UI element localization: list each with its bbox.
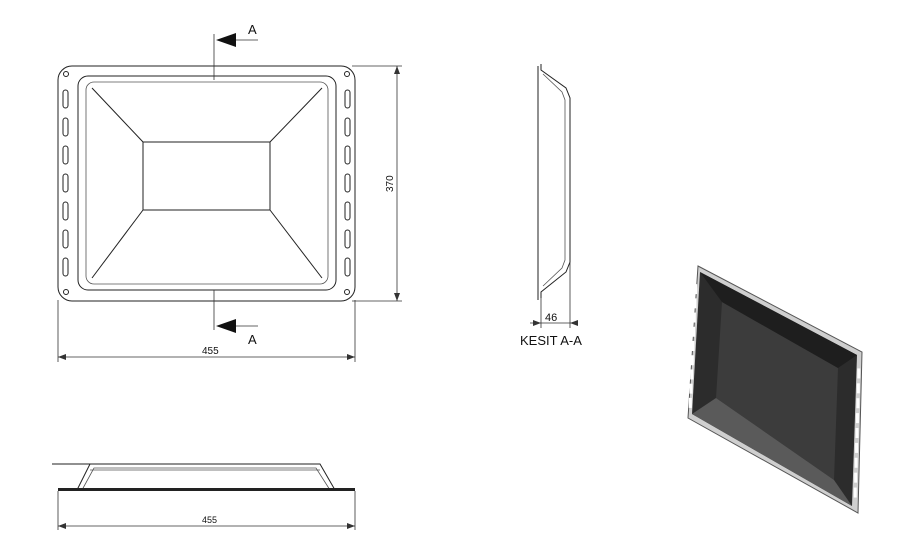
- iso-mount-slot: [856, 383, 860, 394]
- mount-hole: [63, 289, 69, 295]
- mount-slot: [344, 117, 351, 137]
- iso-mount-slot: [690, 355, 694, 366]
- mount-slot: [344, 229, 351, 249]
- iso-mount-slot: [854, 457, 858, 468]
- iso-mount-slot: [690, 369, 694, 380]
- mount-slot: [62, 229, 69, 249]
- section-profile-wall: [542, 73, 566, 287]
- dimension-arrow-icon: [347, 523, 355, 529]
- right-slot-column: [344, 89, 351, 277]
- mount-slot: [344, 89, 351, 109]
- section-caption: KESIT A-A: [520, 333, 582, 348]
- tray-floor: [716, 302, 838, 480]
- tray-corner-line: [91, 87, 144, 143]
- side-profile-inner: [81, 467, 331, 491]
- tray-corner-line: [269, 87, 323, 143]
- iso-mount-slot: [694, 284, 698, 295]
- mount-slot: [62, 201, 69, 221]
- dimension-depth-label: 46: [545, 312, 557, 324]
- mount-slot: [344, 201, 351, 221]
- dimension-arrow-icon: [533, 320, 541, 326]
- mount-slot: [344, 257, 351, 277]
- mount-slot: [344, 145, 351, 165]
- section-marker-top: A: [248, 22, 257, 37]
- tray-wall-top-edge: [85, 81, 329, 285]
- iso-mount-slot: [692, 312, 696, 323]
- side-view: 455: [52, 463, 356, 530]
- section-arrow-icon: [216, 319, 236, 333]
- mount-slot: [344, 173, 351, 193]
- dimension-arrow-icon: [394, 66, 400, 74]
- iso-mount-slot: [853, 487, 857, 498]
- section-profile-outer: [540, 64, 571, 298]
- dimension-height-label: 370: [385, 175, 396, 192]
- iso-slot-column-right: [853, 368, 861, 498]
- tray-wall-highlight: [692, 398, 852, 506]
- dimension-arrow-icon: [58, 523, 66, 529]
- tray-corner-line: [269, 209, 323, 279]
- mount-slot: [62, 257, 69, 277]
- mount-hole: [344, 71, 350, 77]
- isometric-render: [687, 265, 863, 514]
- iso-mount-slot: [856, 398, 860, 409]
- mount-slot: [62, 145, 69, 165]
- dimension-arrow-icon: [394, 293, 400, 301]
- mount-hole: [63, 71, 69, 77]
- iso-slot-column-left: [688, 284, 698, 408]
- iso-mount-slot: [692, 326, 696, 337]
- iso-mount-slot: [688, 397, 692, 408]
- mount-slot: [62, 173, 69, 193]
- iso-mount-slot: [855, 413, 859, 424]
- section-marker-bottom: A: [248, 332, 257, 347]
- dimension-arrow-icon: [58, 354, 66, 360]
- iso-mount-slot: [693, 298, 697, 309]
- iso-mount-slot: [691, 341, 695, 351]
- tray-corner-line: [91, 209, 144, 279]
- side-flange: [58, 488, 355, 491]
- section-view: 46 KESIT A-A: [520, 64, 582, 348]
- tray-bottom-face: [142, 141, 271, 211]
- mount-slot: [62, 117, 69, 137]
- tray-outer-rim: [57, 65, 356, 302]
- top-view: A A 455 370: [57, 22, 402, 362]
- dimension-arrow-icon: [570, 320, 578, 326]
- dimension-arrow-icon: [347, 354, 355, 360]
- side-profile: [76, 463, 336, 491]
- iso-mount-slot: [855, 442, 859, 453]
- iso-mount-slot: [855, 428, 859, 438]
- dimension-width-label: 455: [202, 346, 219, 357]
- left-slot-column: [62, 89, 69, 277]
- dimension-side-width-label: 455: [202, 515, 217, 525]
- tray-inner-rim: [77, 75, 337, 291]
- mount-slot: [62, 89, 69, 109]
- iso-mount-slot: [689, 383, 693, 394]
- iso-mount-slot: [857, 368, 861, 379]
- mount-hole: [344, 289, 350, 295]
- section-arrow-icon: [216, 33, 236, 47]
- iso-mount-slot: [854, 472, 858, 483]
- tray-wall-shadow: [700, 272, 857, 368]
